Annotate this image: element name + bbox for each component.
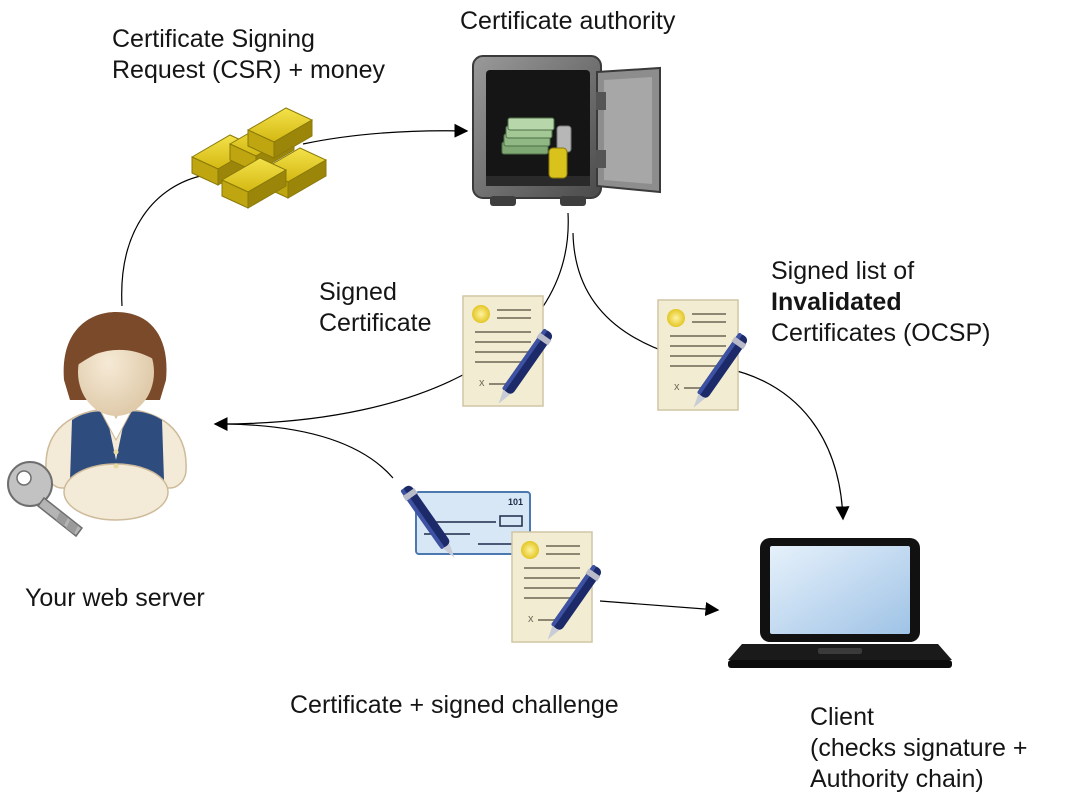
arrow-csr-to-ca (302, 123, 469, 145)
client-label-line3: Authority chain) (810, 765, 984, 793)
ca-label: Certificate authority (460, 7, 676, 35)
laptop-icon (728, 538, 952, 668)
client-label-line2: (checks signature + (810, 734, 1028, 762)
line-server-to-cheque (224, 423, 394, 479)
csr-label-line1: Certificate Signing (112, 25, 315, 53)
server-label: Your web server (25, 584, 205, 612)
ocsp-label: Signed list of Invalidated Certificates … (771, 256, 990, 349)
challenge-label: Certificate + signed challenge (290, 691, 619, 719)
cheque-icon: 101 (400, 485, 531, 558)
client-label: Client (checks signature + Authority cha… (810, 702, 1027, 795)
ocsp-label-line2: Invalidated (771, 288, 902, 316)
cheque-number: 101 (508, 497, 523, 507)
csr-label: Certificate Signing Request (CSR) + mone… (112, 24, 385, 86)
signed-certificate-label-line1: Signed (319, 278, 397, 306)
client-label-line1: Client (810, 703, 874, 731)
person-icon (45, 312, 187, 521)
signed-certificate-label: Signed Certificate (319, 277, 432, 339)
ocsp-label-line3: Certificates (OCSP) (771, 319, 991, 347)
signed-certificate-label-line2: Certificate (319, 309, 432, 337)
challenge-certificate-icon (511, 531, 605, 645)
line-server-to-gold (121, 174, 206, 307)
safe-icon (472, 55, 661, 206)
ocsp-label-line1: Signed list of (771, 257, 915, 285)
certificate-icon (462, 295, 556, 409)
ocsp-certificate-icon (657, 299, 751, 413)
gold-bars-icon (190, 107, 328, 209)
csr-label-line2: Request (CSR) + money (112, 56, 386, 84)
key-icon (7, 461, 84, 538)
arrow-challenge-to-client (599, 600, 720, 616)
